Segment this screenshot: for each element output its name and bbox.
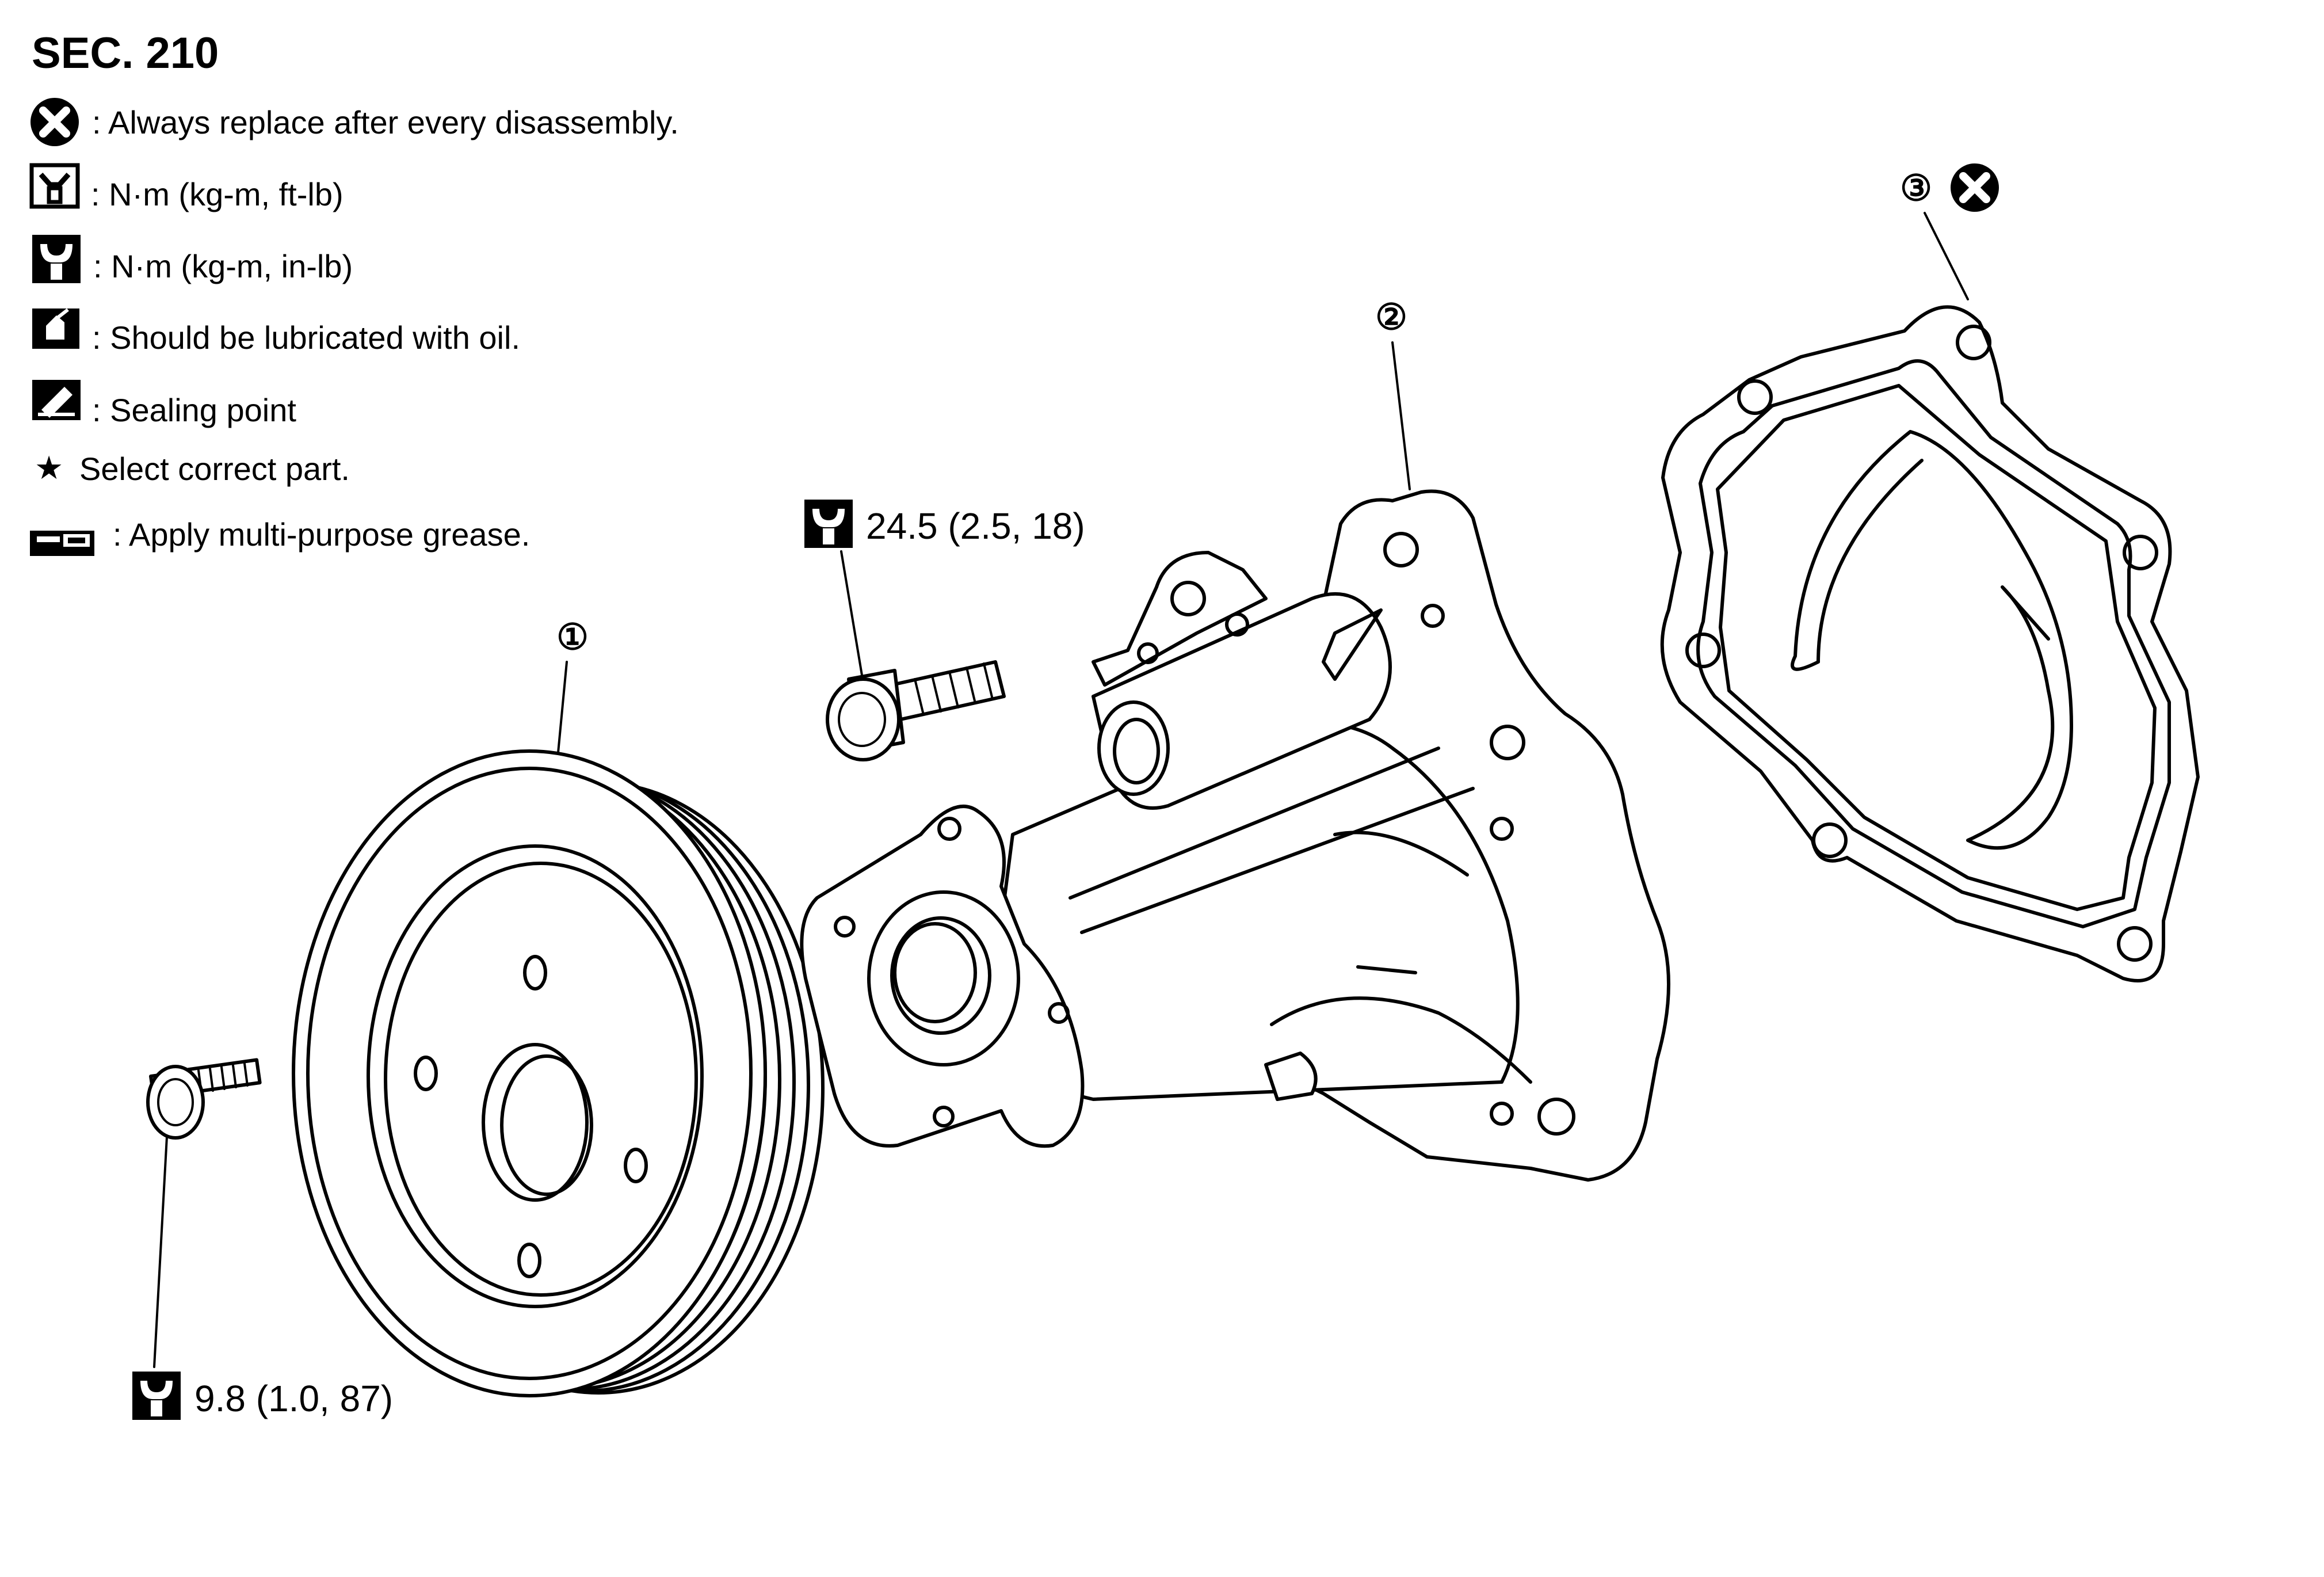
replace-x-icon — [30, 98, 79, 146]
pulley-part — [292, 749, 825, 1397]
legend-text: : Always replace after every disassembly… — [92, 104, 679, 140]
torque-value: 9.8 (1.0, 87) — [194, 1378, 393, 1419]
torque-ftlb-icon — [32, 165, 78, 207]
callout-label: ② — [1375, 298, 1407, 337]
legend: : Always replace after every disassembly… — [30, 98, 679, 556]
pump-bolt — [826, 660, 1006, 761]
legend-item-oil: : Should be lubricated with oil. — [32, 308, 520, 356]
torque-label-pump-bolt: 24.5 (2.5, 18) — [804, 500, 1085, 683]
grease-gun-icon — [30, 531, 94, 556]
gasket-part — [1660, 305, 2200, 982]
star-icon: ★ — [35, 450, 63, 486]
sealing-point-icon — [32, 380, 81, 420]
pulley-bolt — [146, 1058, 262, 1140]
legend-text: Select correct part. — [79, 451, 350, 487]
replace-x-icon — [1951, 163, 1999, 212]
callout-label: ① — [556, 618, 589, 657]
callout-2: ② — [1375, 298, 1411, 490]
legend-text: : Should be lubricated with oil. — [92, 319, 520, 356]
section-title: SEC. 210 — [32, 29, 219, 78]
callout-label: ③ — [1900, 169, 1932, 208]
callout-3: ③ — [1900, 163, 1999, 300]
legend-item-torque-inlb: : N·m (kg-m, in-lb) — [32, 235, 353, 284]
torque-label-pulley-bolt: 9.8 (1.0, 87) — [132, 1136, 393, 1420]
torque-value: 24.5 (2.5, 18) — [866, 505, 1085, 547]
torque-inlb-icon — [132, 1372, 181, 1420]
legend-text: : Apply multi-purpose grease. — [113, 516, 530, 553]
legend-item-grease: : Apply multi-purpose grease. — [30, 516, 530, 556]
torque-inlb-icon — [804, 500, 853, 548]
legend-text: : N·m (kg-m, ft-lb) — [91, 176, 344, 212]
legend-item-torque-ftlb: : N·m (kg-m, ft-lb) — [32, 165, 344, 212]
water-pump-part — [800, 489, 1670, 1182]
legend-text: : Sealing point — [92, 392, 296, 428]
callout-1: ① — [554, 618, 589, 784]
legend-item-sealing: : Sealing point — [32, 380, 296, 428]
legend-text: : N·m (kg-m, in-lb) — [93, 248, 353, 284]
torque-inlb-icon — [32, 235, 81, 283]
legend-item-star: ★ Select correct part. — [35, 450, 350, 487]
legend-item-replace: : Always replace after every disassembly… — [30, 98, 679, 146]
oil-can-icon — [32, 308, 79, 349]
